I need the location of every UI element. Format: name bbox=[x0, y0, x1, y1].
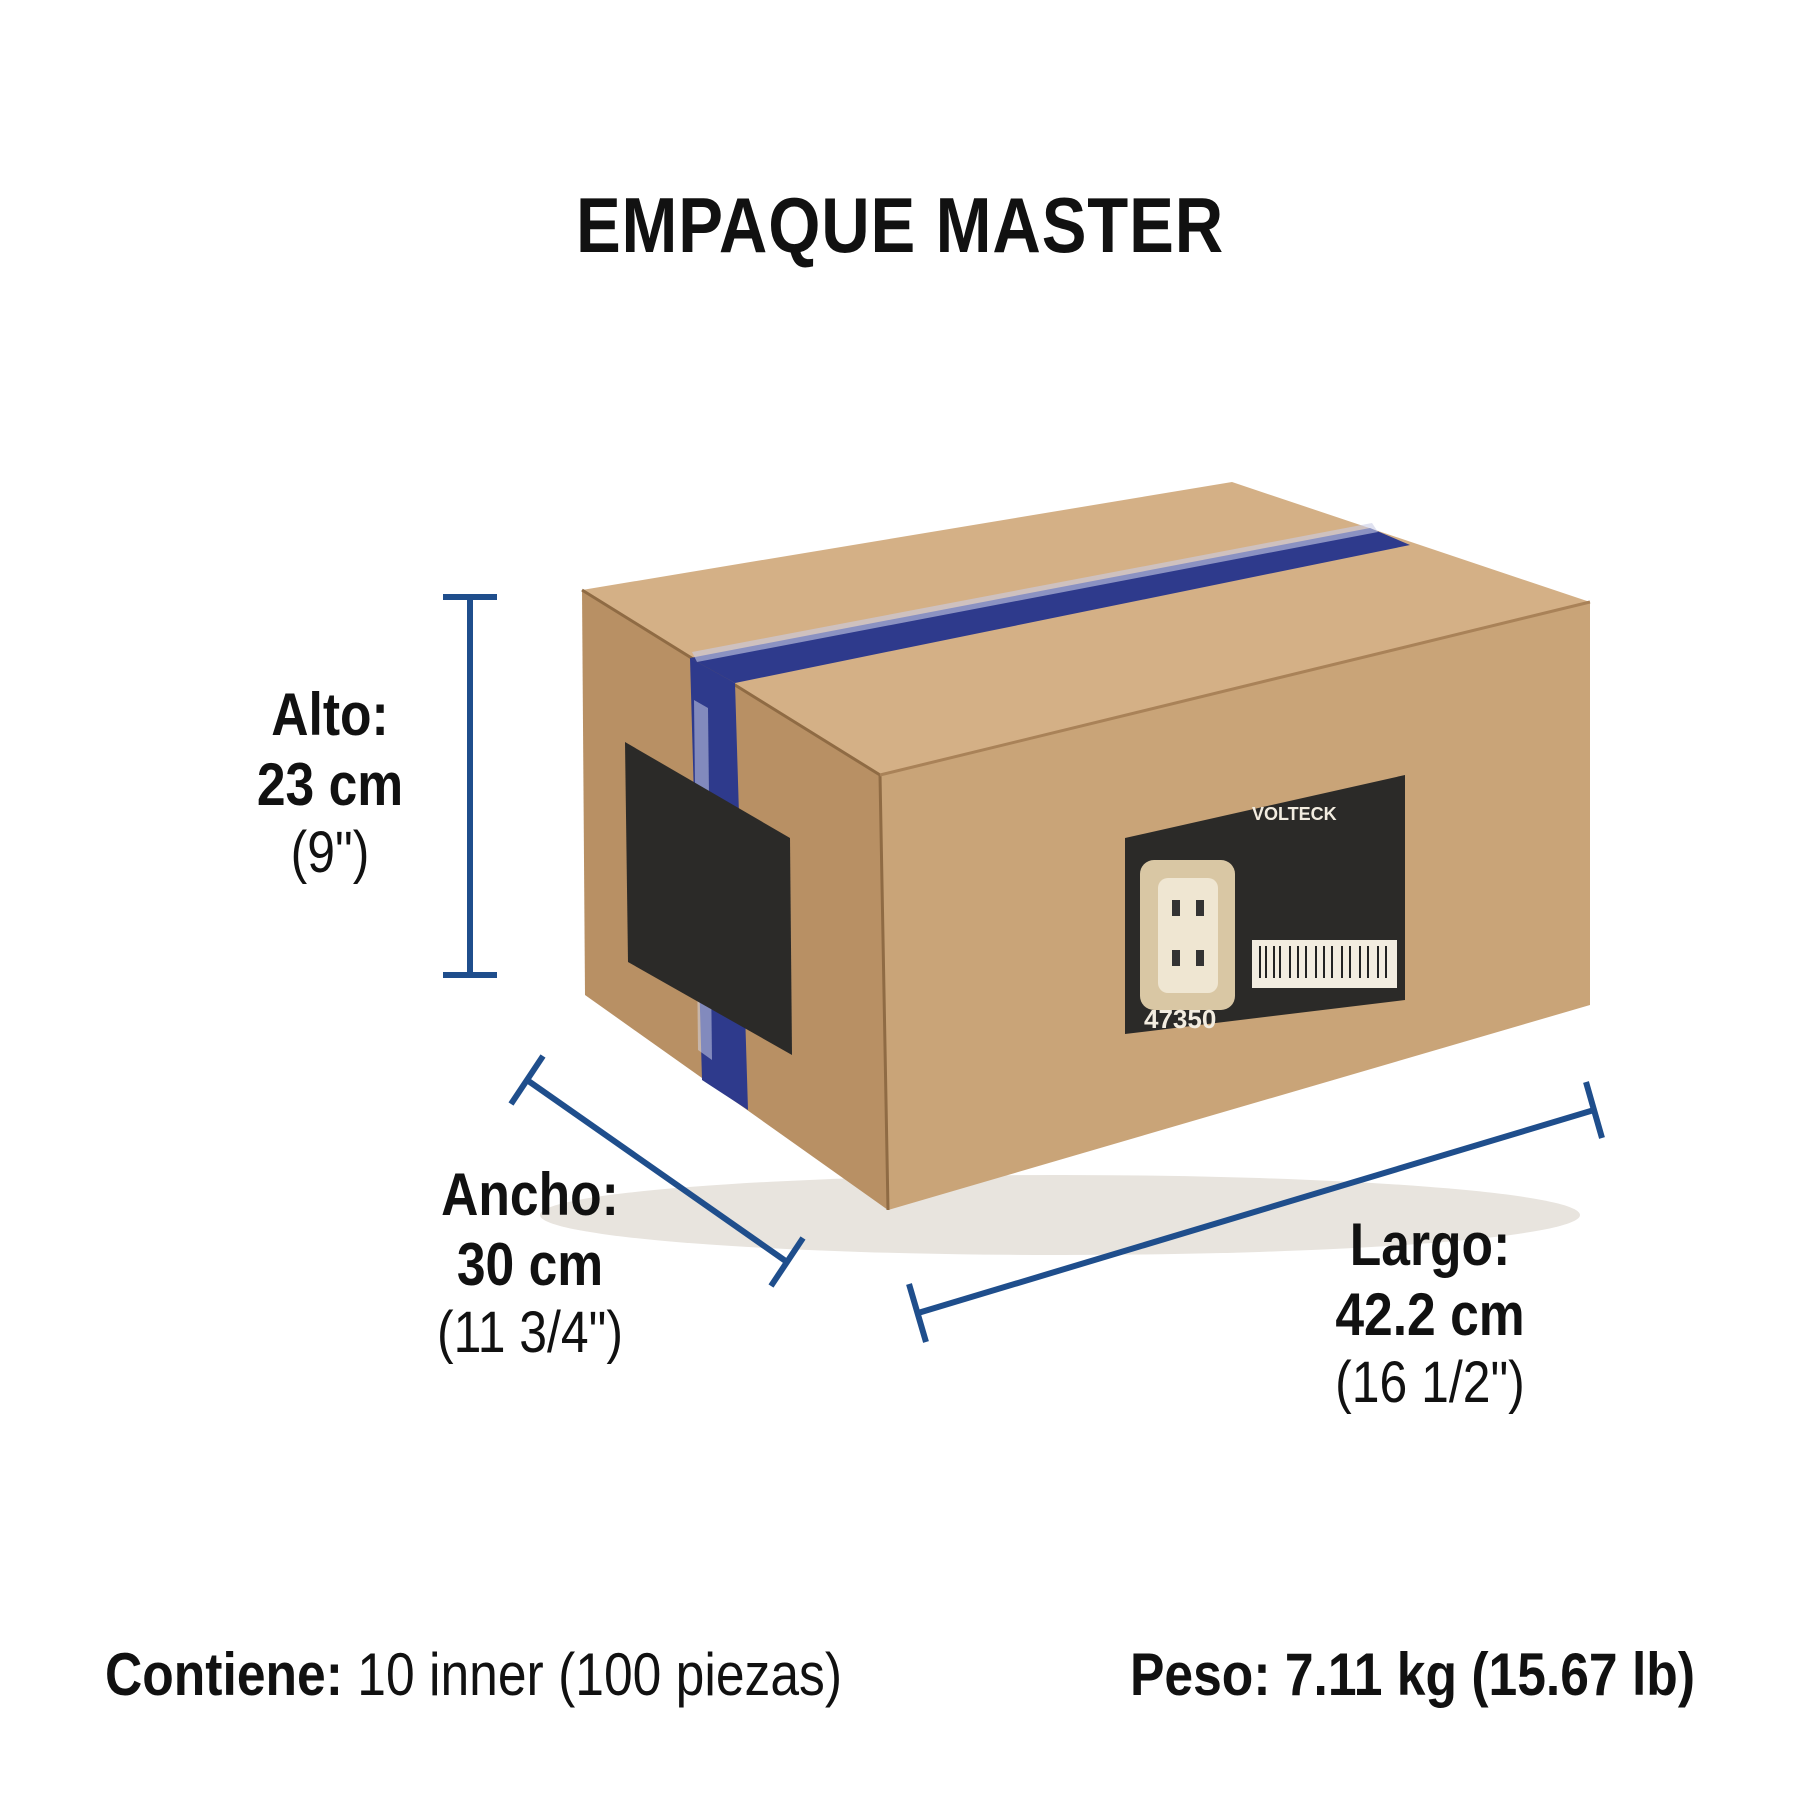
alto-label: Alto: bbox=[271, 681, 389, 748]
weight-info: Peso: 7.11 kg (15.67 lb) bbox=[1130, 1640, 1695, 1709]
largo-metric: 42.2 cm bbox=[1335, 1280, 1525, 1348]
weight-value: 7.11 kg (15.67 lb) bbox=[1284, 1641, 1696, 1708]
alto-dimension-line bbox=[443, 594, 497, 978]
page-title: EMPAQUE MASTER bbox=[575, 181, 1225, 269]
label-code: 47350 bbox=[1144, 1004, 1216, 1034]
ancho-dimension-line bbox=[508, 1054, 806, 1288]
alto-dimension: Alto: 23 cm (9") bbox=[227, 680, 433, 886]
contents-label: Contiene: bbox=[105, 1641, 343, 1708]
ancho-label: Ancho: bbox=[441, 1161, 619, 1228]
tape-top bbox=[690, 528, 1410, 683]
largo-imperial: (16 1/2") bbox=[1335, 1350, 1525, 1416]
ancho-metric: 30 cm bbox=[456, 1230, 604, 1298]
weight-label: Peso: bbox=[1130, 1641, 1271, 1708]
alto-imperial: (9") bbox=[290, 820, 370, 886]
alto-metric: 23 cm bbox=[256, 750, 404, 818]
contents-info: Contiene: 10 inner (100 piezas) bbox=[105, 1640, 842, 1709]
largo-dimension: Largo: 42.2 cm (16 1/2") bbox=[1310, 1210, 1551, 1416]
largo-label: Largo: bbox=[1349, 1211, 1511, 1278]
ancho-dimension: Ancho: 30 cm (11 3/4") bbox=[418, 1160, 642, 1366]
ancho-imperial: (11 3/4") bbox=[437, 1300, 623, 1366]
contents-value: 10 inner (100 piezas) bbox=[357, 1641, 843, 1708]
side-label bbox=[625, 742, 792, 1055]
label-brand: VOLTECK bbox=[1252, 804, 1337, 824]
largo-dimension-line bbox=[906, 1081, 1605, 1343]
front-label: VOLTECK 47350 bbox=[1125, 775, 1405, 1034]
